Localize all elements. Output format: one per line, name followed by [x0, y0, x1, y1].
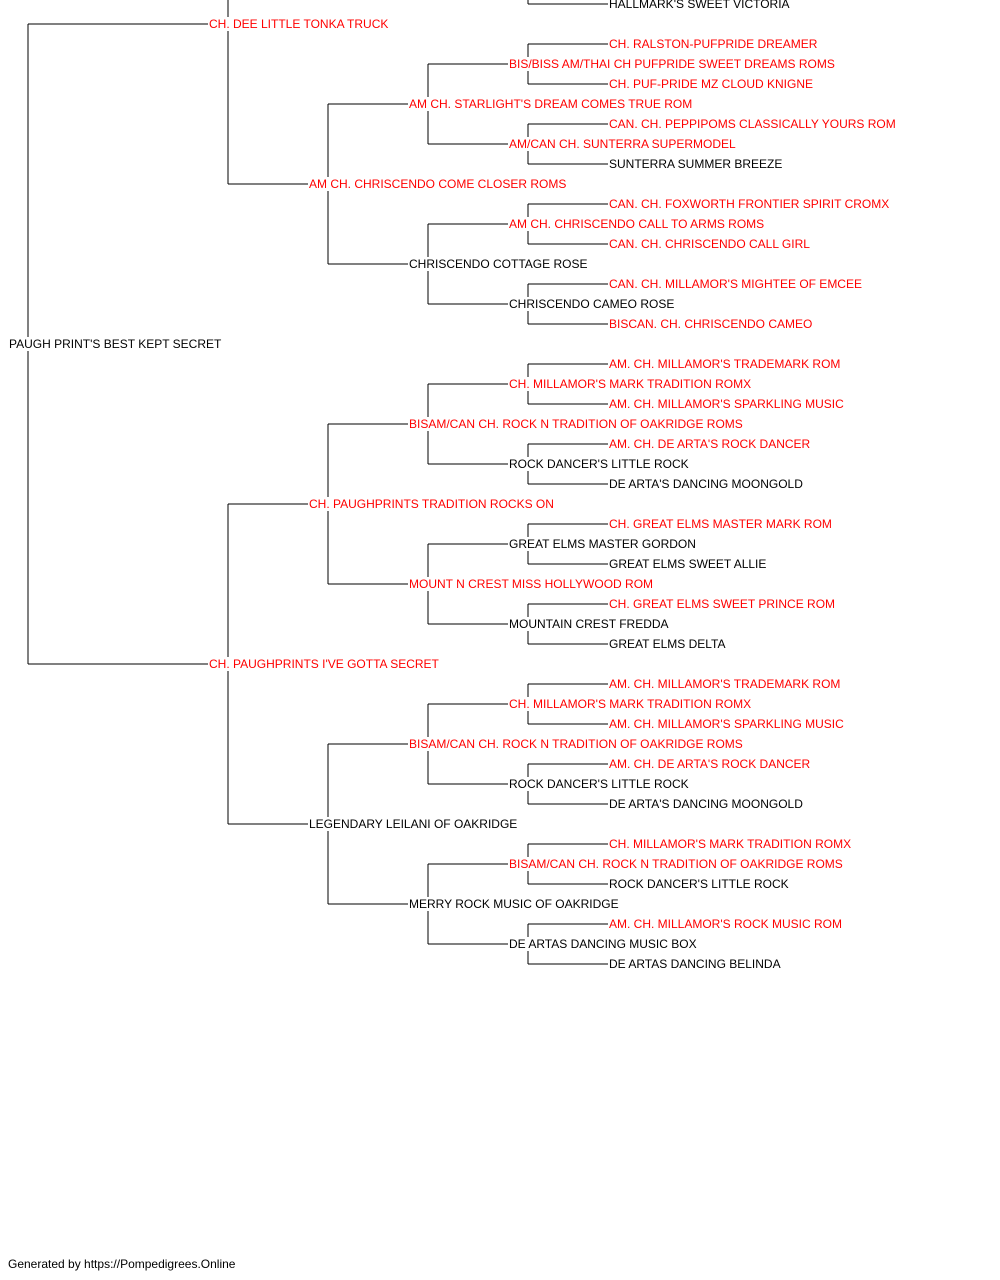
ancestor-dam-dam-dam-dam-sire: AM. CH. MILLAMOR'S ROCK MUSIC ROM [608, 917, 843, 931]
ancestor-dam: CH. PAUGHPRINTS I'VE GOTTA SECRET [208, 657, 440, 671]
ancestor-sire-sire-dam-dam-dam: HALLMARK'S SWEET VICTORIA [608, 0, 791, 11]
ancestor-dam-sire-dam-dam-sire: CH. GREAT ELMS SWEET PRINCE ROM [608, 597, 837, 611]
ancestor-sire-dam-sire: AM CH. STARLIGHT'S DREAM COMES TRUE ROM [408, 97, 694, 111]
ancestor-sire-dam-dam-sire: AM CH. CHRISCENDO CALL TO ARMS ROMS [508, 217, 766, 231]
ancestor-dam-dam-sire-dam: ROCK DANCER'S LITTLE ROCK [508, 777, 690, 791]
ancestor-sire-dam-sire-sire-dam: CH. PUF-PRIDE MZ CLOUD KNIGNE [608, 77, 815, 91]
ancestor-dam-dam-sire-dam-dam: DE ARTA'S DANCING MOONGOLD [608, 797, 804, 811]
ancestor-sire: CH. DEE LITTLE TONKA TRUCK [208, 17, 390, 31]
ancestor-dam-dam-dam-sire-sire: CH. MILLAMOR'S MARK TRADITION ROMX [608, 837, 853, 851]
ancestor-dam-dam-dam-dam-dam: DE ARTAS DANCING BELINDA [608, 957, 782, 971]
ancestor-dam-sire-dam-sire-sire: CH. GREAT ELMS MASTER MARK ROM [608, 517, 833, 531]
ancestor-dam-dam-sire-sire-dam: AM. CH. MILLAMOR'S SPARKLING MUSIC [608, 717, 845, 731]
ancestor-dam-dam-sire-sire: CH. MILLAMOR'S MARK TRADITION ROMX [508, 697, 753, 711]
ancestor-dam-sire-sire-sire: CH. MILLAMOR'S MARK TRADITION ROMX [508, 377, 753, 391]
ancestor-dam-sire-sire-sire-dam: AM. CH. MILLAMOR'S SPARKLING MUSIC [608, 397, 845, 411]
ancestor-sire-dam-dam-sire-sire: CAN. CH. FOXWORTH FRONTIER SPIRIT CROMX [608, 197, 891, 211]
ancestor-dam-sire: CH. PAUGHPRINTS TRADITION ROCKS ON [308, 497, 555, 511]
ancestor-sire-dam-dam-sire-dam: CAN. CH. CHRISCENDO CALL GIRL [608, 237, 811, 251]
ancestor-sire-dam-sire-dam-dam: SUNTERRA SUMMER BREEZE [608, 157, 784, 171]
ancestor-dam-dam-dam-sire-dam: ROCK DANCER'S LITTLE ROCK [608, 877, 790, 891]
ancestor-sire-dam-sire-dam-sire: CAN. CH. PEPPIPOMS CLASSICALLY YOURS ROM [608, 117, 897, 131]
subject-name: PAUGH PRINT'S BEST KEPT SECRET [8, 337, 223, 351]
ancestor-dam-dam-dam-sire: BISAM/CAN CH. ROCK N TRADITION OF OAKRID… [508, 857, 844, 871]
ancestor-sire-dam-sire-sire-sire: CH. RALSTON-PUFPRIDE DREAMER [608, 37, 819, 51]
ancestor-dam-dam-sire-dam-sire: AM. CH. DE ARTA'S ROCK DANCER [608, 757, 812, 771]
ancestor-dam-dam: LEGENDARY LEILANI OF OAKRIDGE [308, 817, 519, 831]
ancestor-dam-dam-dam: MERRY ROCK MUSIC OF OAKRIDGE [408, 897, 620, 911]
ancestor-dam-dam-dam-dam: DE ARTAS DANCING MUSIC BOX [508, 937, 698, 951]
ancestor-dam-sire-sire-dam-dam: DE ARTA'S DANCING MOONGOLD [608, 477, 804, 491]
ancestor-sire-dam-sire-dam: AM/CAN CH. SUNTERRA SUPERMODEL [508, 137, 737, 151]
ancestor-dam-sire-sire-dam-sire: AM. CH. DE ARTA'S ROCK DANCER [608, 437, 812, 451]
ancestor-dam-sire-sire-dam: ROCK DANCER'S LITTLE ROCK [508, 457, 690, 471]
ancestor-dam-sire-dam: MOUNT N CREST MISS HOLLYWOOD ROM [408, 577, 655, 591]
ancestor-sire-dam-sire-sire: BIS/BISS AM/THAI CH PUFPRIDE SWEET DREAM… [508, 57, 836, 71]
ancestor-dam-sire-dam-sire: GREAT ELMS MASTER GORDON [508, 537, 697, 551]
ancestor-sire-dam-dam: CHRISCENDO COTTAGE ROSE [408, 257, 589, 271]
ancestor-sire-dam-dam-dam: CHRISCENDO CAMEO ROSE [508, 297, 676, 311]
ancestor-dam-dam-sire-sire-sire: AM. CH. MILLAMOR'S TRADEMARK ROM [608, 677, 842, 691]
ancestor-dam-sire-dam-dam-dam: GREAT ELMS DELTA [608, 637, 727, 651]
ancestor-dam-sire-dam-sire-dam: GREAT ELMS SWEET ALLIE [608, 557, 768, 571]
ancestor-dam-dam-sire: BISAM/CAN CH. ROCK N TRADITION OF OAKRID… [408, 737, 744, 751]
ancestor-dam-sire-sire: BISAM/CAN CH. ROCK N TRADITION OF OAKRID… [408, 417, 744, 431]
ancestor-sire-dam-dam-dam-sire: CAN. CH. MILLAMOR'S MIGHTEE OF EMCEE [608, 277, 863, 291]
ancestor-sire-dam-dam-dam-dam: BISCAN. CH. CHRISCENDO CAMEO [608, 317, 814, 331]
footer-credit: Generated by https://Pompedigrees.Online [8, 1257, 236, 1271]
ancestor-dam-sire-dam-dam: MOUNTAIN CREST FREDDA [508, 617, 670, 631]
ancestor-sire-dam: AM CH. CHRISCENDO COME CLOSER ROMS [308, 177, 568, 191]
ancestor-dam-sire-sire-sire-sire: AM. CH. MILLAMOR'S TRADEMARK ROM [608, 357, 842, 371]
